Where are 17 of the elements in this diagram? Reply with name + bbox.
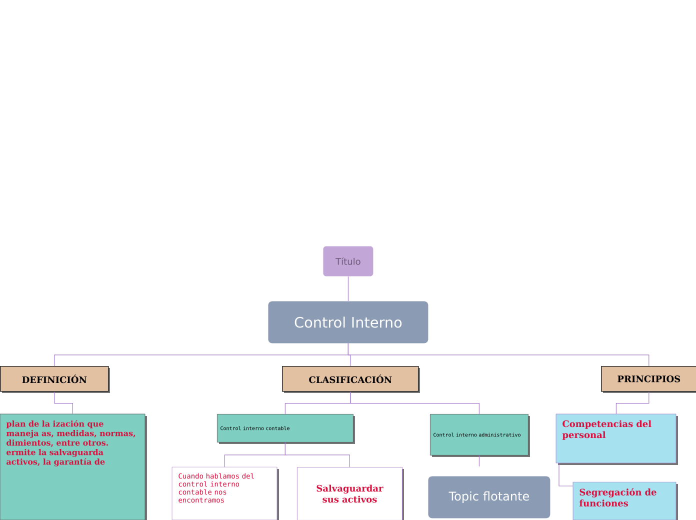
heading-box: PRINCIPIOS bbox=[601, 366, 696, 393]
connector-line bbox=[350, 392, 480, 414]
connector-line bbox=[54, 392, 73, 414]
connector-line bbox=[616, 392, 650, 414]
principle-box: Segregación de funciones bbox=[572, 482, 678, 520]
title-box: Título bbox=[323, 246, 374, 276]
text-box: plan de la ización que maneja as, medidas, normas, dimientos, entre otros. ermite la salvaguarda activos, la garantía de bbox=[0, 414, 147, 520]
principle-box: Competencias del personal bbox=[556, 414, 678, 465]
connector-line bbox=[478, 455, 480, 467]
connector-line bbox=[348, 343, 650, 366]
text-box: Salvaguardar sus activos bbox=[297, 467, 404, 520]
heading-box: CLASIFICACIÓN bbox=[282, 366, 420, 393]
floating-topic-box: Topic flotante bbox=[428, 476, 550, 518]
connector-line bbox=[284, 442, 350, 468]
heading-box: DEFINICIÓN bbox=[0, 366, 110, 393]
connector-line bbox=[558, 462, 574, 486]
topic-box: Control Interno bbox=[268, 301, 428, 344]
